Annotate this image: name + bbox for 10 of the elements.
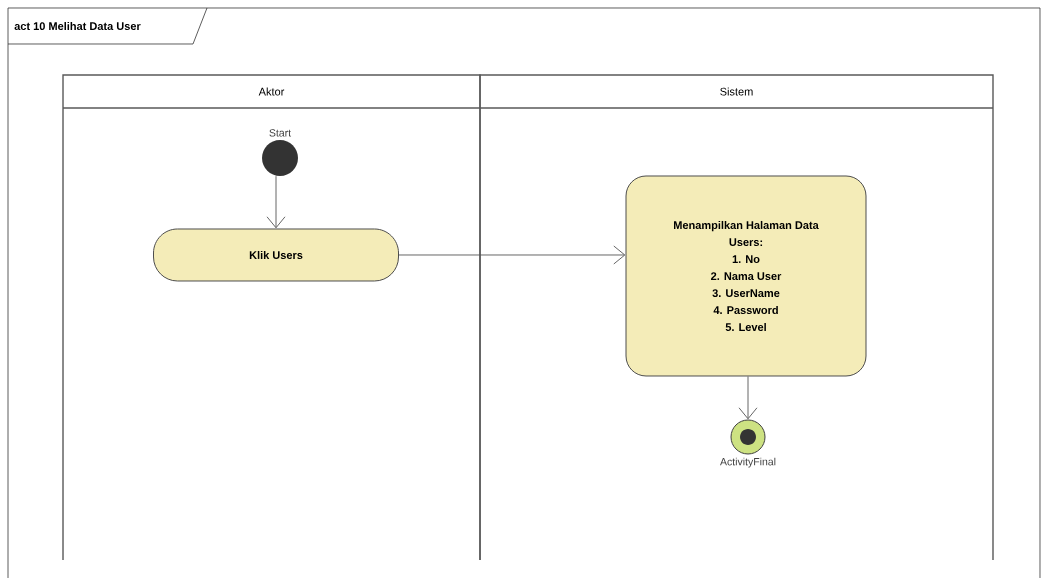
action-box: Menampilkan Halaman Data Users: 1. No 2. Nama User 3. UserName 4. Password 5. Level: [625, 175, 867, 377]
arrow: [398, 245, 626, 265]
frame-title: act 10 Melihat Data User: [14, 21, 141, 31]
arrow: [266, 175, 286, 229]
initial-node: [262, 140, 298, 176]
node-caption: ActivityFinal: [720, 457, 776, 468]
action-box: Klik Users: [153, 228, 399, 282]
arrow: [738, 376, 758, 420]
node-caption: Start: [269, 129, 291, 137]
final-node: [730, 419, 766, 455]
